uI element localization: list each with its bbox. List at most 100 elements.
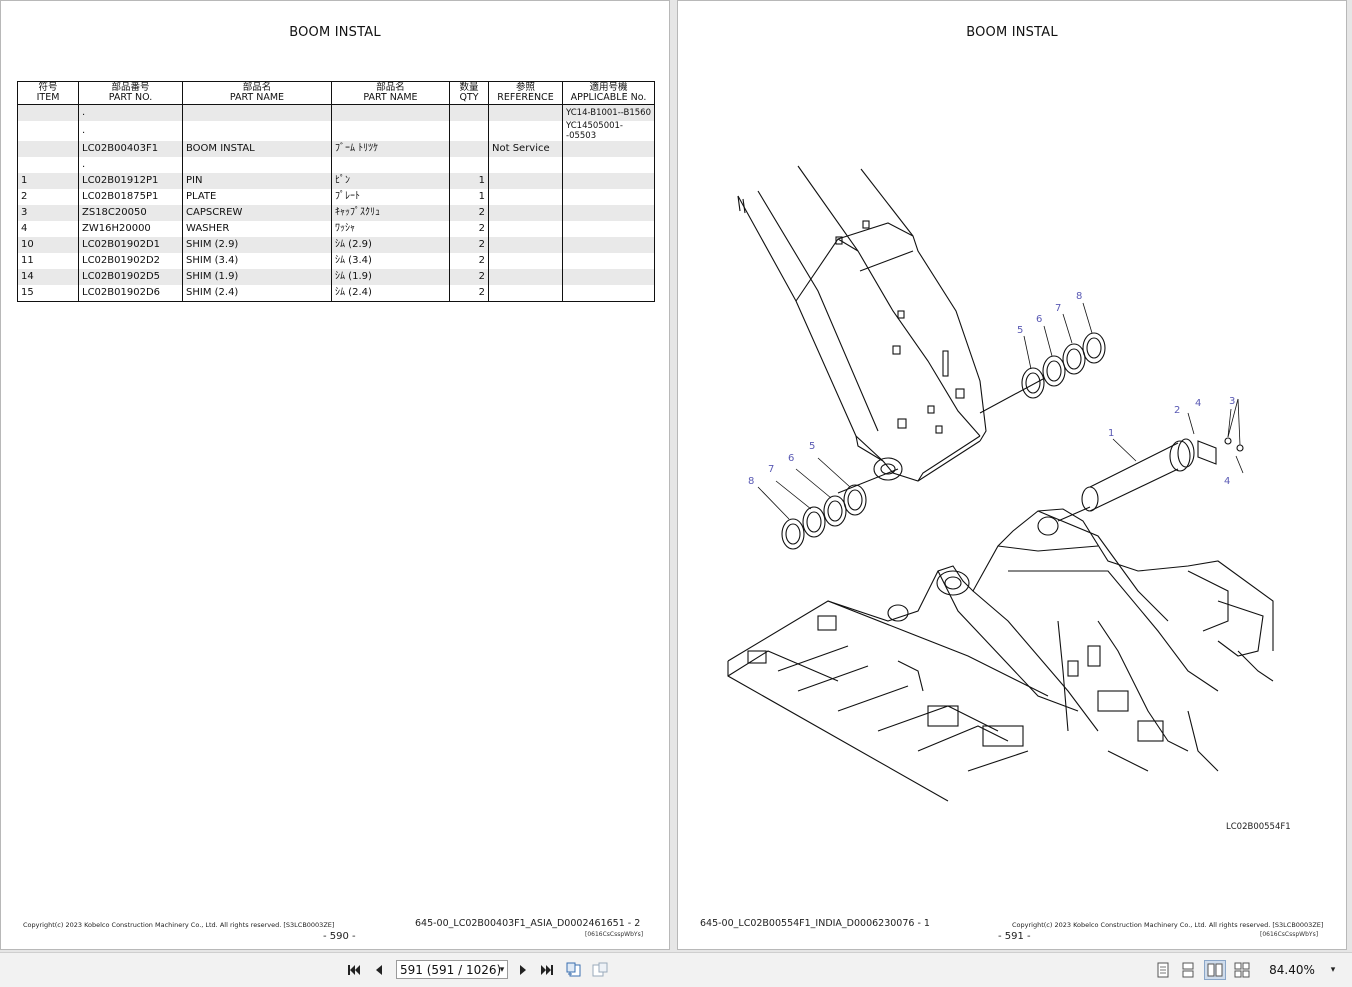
viewer-toolbar: 591 (591 / 1026) ▾ 84.40% ▾ (0, 952, 1352, 987)
table-cell-applicable (562, 157, 655, 173)
shims-left (781, 484, 867, 550)
callout-7: 7 (1055, 303, 1061, 314)
table-cell-part-no: LC02B00403F1 (78, 141, 183, 157)
two-page-continuous-icon[interactable] (1232, 960, 1252, 980)
table-cell-applicable (562, 269, 655, 285)
table-cell-name-jp (331, 157, 450, 173)
table-cell-applicable (562, 285, 655, 302)
page-number: - 590 - (323, 931, 356, 942)
table-row: . (17, 157, 655, 173)
page-title: BOOM INSTAL (966, 25, 1058, 40)
table-cell-name-jp (331, 104, 450, 121)
callout-5b: 5 (809, 441, 815, 452)
next-page-icon[interactable] (514, 960, 532, 980)
boom-pin-drawing (1057, 437, 1244, 522)
callout-7b: 7 (768, 464, 774, 475)
table-cell-part-no: . (78, 104, 183, 121)
table-cell-item (17, 157, 79, 173)
go-forward-view-icon[interactable] (590, 960, 610, 980)
table-cell-applicable (562, 141, 655, 157)
go-back-view-icon[interactable] (564, 960, 584, 980)
table-cell-ref (488, 205, 563, 221)
boom-drawing (737, 165, 987, 482)
zoom-dropdown-icon[interactable]: ▾ (1330, 965, 1336, 975)
table-cell-item: 2 (17, 189, 79, 205)
upper-frame-drawing (727, 508, 1274, 802)
table-cell-applicable (562, 205, 655, 221)
table-cell-ref (488, 285, 563, 302)
table-cell-applicable (562, 173, 655, 189)
callout-4b: 4 (1224, 476, 1230, 487)
page-title: BOOM INSTAL (289, 25, 381, 40)
table-cell-name-en: SHIM (2.9) (182, 237, 332, 253)
table-cell-qty: 2 (449, 237, 489, 253)
table-cell-part-no: LC02B01912P1 (78, 173, 183, 189)
table-cell-item: 15 (17, 285, 79, 302)
table-cell-name-jp: ｼﾑ (2.9) (331, 237, 450, 253)
table-cell-part-no: LC02B01902D2 (78, 253, 183, 269)
prev-page-icon[interactable] (370, 960, 388, 980)
table-cell-applicable (562, 237, 655, 253)
page-dropdown-icon[interactable]: ▾ (499, 965, 505, 975)
table-cell-applicable (562, 221, 655, 237)
zoom-level[interactable]: 84.40% (1269, 963, 1315, 977)
table-cell-item: 4 (17, 221, 79, 237)
table-cell-qty (449, 104, 489, 121)
table-cell-name-en (182, 104, 332, 121)
right-page: BOOM INSTAL (677, 0, 1347, 950)
table-cell-ref (488, 221, 563, 237)
table-cell-name-en (182, 157, 332, 173)
table-cell-part-no: . (78, 121, 183, 141)
callout-labels: 1 2 3 4 4 5 6 7 8 5 6 7 8 (748, 291, 1235, 487)
table-cell-name-en: SHIM (2.4) (182, 285, 332, 302)
table-cell-name-en: WASHER (182, 221, 332, 237)
single-page-icon[interactable] (1154, 960, 1172, 980)
small-code: [0616CsCsspWbYs] (585, 931, 644, 938)
table-cell-item (17, 141, 79, 157)
table-cell-qty: 2 (449, 205, 489, 221)
callout-8: 8 (1076, 291, 1082, 302)
table-cell-item (17, 121, 79, 141)
page-number-input[interactable]: 591 (591 / 1026) (396, 960, 508, 979)
table-cell-ref (488, 104, 563, 121)
first-page-icon[interactable] (344, 960, 364, 980)
table-cell-item: 10 (17, 237, 79, 253)
table-cell-qty: 1 (449, 189, 489, 205)
document-id: 645-00_LC02B00554F1_INDIA_D0006230076 - … (700, 918, 930, 929)
table-cell-ref (488, 189, 563, 205)
table-cell-name-en (182, 121, 332, 141)
continuous-page-icon[interactable] (1179, 960, 1197, 980)
table-cell-applicable: YC14505001--05503 (562, 121, 655, 141)
callout-5: 5 (1017, 325, 1023, 336)
table-cell-ref (488, 173, 563, 189)
exploded-parts-diagram: 1 2 3 4 4 5 6 7 8 5 6 7 8 (727, 165, 1274, 802)
table-cell-qty: 2 (449, 285, 489, 302)
two-page-icon[interactable] (1204, 960, 1226, 980)
callout-6b: 6 (788, 453, 794, 464)
table-cell-name-jp: ﾌﾞｰﾑ ﾄﾘﾂｹ (331, 141, 450, 157)
last-page-icon[interactable] (537, 960, 557, 980)
table-cell-ref (488, 269, 563, 285)
table-cell-name-en: SHIM (1.9) (182, 269, 332, 285)
table-cell-qty: 1 (449, 173, 489, 189)
copyright-notice: Copyright(c) 2023 Kobelco Construction M… (23, 921, 335, 929)
table-cell-item: 14 (17, 269, 79, 285)
table-cell-item: 1 (17, 173, 79, 189)
table-cell-qty: 2 (449, 253, 489, 269)
table-cell-name-en: PIN (182, 173, 332, 189)
callout-1: 1 (1108, 428, 1114, 439)
table-cell-qty (449, 141, 489, 157)
